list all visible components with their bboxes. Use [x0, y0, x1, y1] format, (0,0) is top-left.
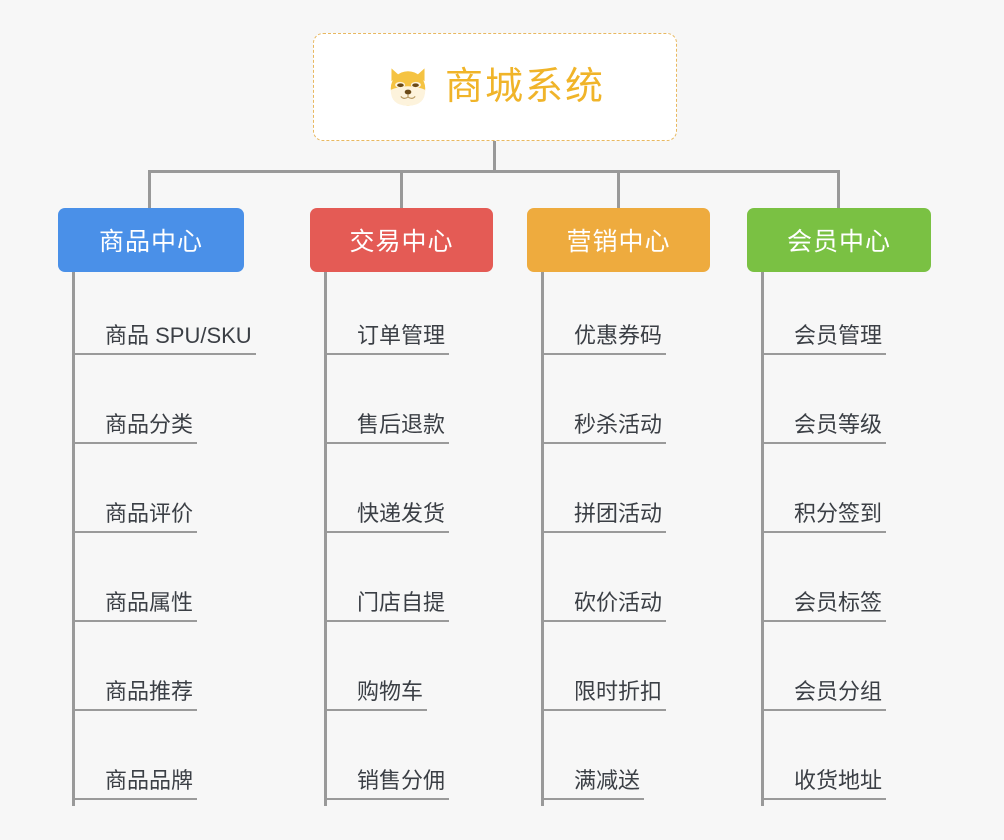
branch-member-center: 会员中心 会员管理 会员等级 积分签到 会员标签 会员分组 收货地址: [747, 208, 931, 806]
list-item-label: 满减送: [544, 768, 645, 800]
list-item[interactable]: 优惠券码: [544, 272, 710, 361]
category-header-label: 交易中心: [349, 228, 454, 256]
list-item-label: 订单管理: [327, 323, 450, 355]
list-item[interactable]: 快递发货: [327, 450, 493, 539]
list-item-label: 快递发货: [327, 501, 450, 533]
list-item-label: 会员等级: [764, 412, 887, 444]
connector-horizontal-bus: [148, 170, 840, 173]
list-item-label: 砍价活动: [544, 590, 667, 622]
list-item-label: 积分签到: [764, 501, 887, 533]
list-item[interactable]: 商品评价: [75, 450, 244, 539]
category-header-label: 商品中心: [98, 228, 203, 256]
list-item[interactable]: 销售分佣: [327, 717, 493, 806]
list-item[interactable]: 积分签到: [764, 450, 931, 539]
list-item[interactable]: 会员管理: [764, 272, 931, 361]
list-item-label: 会员分组: [764, 679, 887, 711]
category-header-trade-center[interactable]: 交易中心: [310, 208, 493, 272]
list-item[interactable]: 商品分类: [75, 361, 244, 450]
connector-drop-trade-center: [400, 170, 403, 208]
connector-drop-member-center: [837, 170, 840, 208]
list-item[interactable]: 会员等级: [764, 361, 931, 450]
list-item[interactable]: 购物车: [327, 628, 493, 717]
list-item[interactable]: 满减送: [544, 717, 710, 806]
item-list-member-center: 会员管理 会员等级 积分签到 会员标签 会员分组 收货地址: [761, 272, 931, 806]
list-item-label: 商品属性: [75, 590, 198, 622]
item-list-trade-center: 订单管理 售后退款 快递发货 门店自提 购物车 销售分佣: [324, 272, 493, 806]
list-item[interactable]: 商品 SPU/SKU: [75, 272, 256, 361]
list-item[interactable]: 限时折扣: [544, 628, 710, 717]
list-item[interactable]: 订单管理: [327, 272, 493, 361]
list-item-label: 商品 SPU/SKU: [75, 323, 256, 355]
list-item-label: 会员标签: [764, 590, 887, 622]
list-item[interactable]: 商品推荐: [75, 628, 244, 717]
list-item[interactable]: 会员标签: [764, 539, 931, 628]
list-item[interactable]: 门店自提: [327, 539, 493, 628]
category-header-member-center[interactable]: 会员中心: [747, 208, 931, 272]
list-item-label: 商品推荐: [75, 679, 198, 711]
category-header-marketing-center[interactable]: 营销中心: [527, 208, 710, 272]
branch-trade-center: 交易中心 订单管理 售后退款 快递发货 门店自提 购物车 销售分佣: [310, 208, 493, 806]
root-title: 商城系统: [444, 66, 605, 108]
list-item-label: 购物车: [327, 679, 428, 711]
connector-drop-product-center: [148, 170, 151, 208]
shiba-dog-face-icon: [390, 68, 426, 106]
list-item[interactable]: 商品属性: [75, 539, 244, 628]
list-item-label: 秒杀活动: [544, 412, 667, 444]
item-list-marketing-center: 优惠券码 秒杀活动 拼团活动 砍价活动 限时折扣 满减送: [541, 272, 710, 806]
branch-marketing-center: 营销中心 优惠券码 秒杀活动 拼团活动 砍价活动 限时折扣 满减送: [527, 208, 710, 806]
connector-drop-marketing-center: [617, 170, 620, 208]
category-header-label: 营销中心: [566, 228, 671, 256]
connector-root-stem: [493, 141, 496, 172]
list-item[interactable]: 商品品牌: [75, 717, 244, 806]
category-header-product-center[interactable]: 商品中心: [58, 208, 244, 272]
list-item-label: 售后退款: [327, 412, 450, 444]
root-node[interactable]: 商城系统: [313, 33, 677, 141]
list-item-label: 优惠券码: [544, 323, 667, 355]
list-item[interactable]: 拼团活动: [544, 450, 710, 539]
branch-product-center: 商品中心 商品 SPU/SKU 商品分类 商品评价 商品属性 商品推荐 商品品牌: [58, 208, 256, 806]
list-item[interactable]: 收货地址: [764, 717, 931, 806]
category-header-label: 会员中心: [786, 228, 891, 256]
list-item[interactable]: 砍价活动: [544, 539, 710, 628]
list-item-label: 商品分类: [75, 412, 198, 444]
list-item-label: 销售分佣: [327, 768, 450, 800]
list-item[interactable]: 售后退款: [327, 361, 493, 450]
list-item[interactable]: 会员分组: [764, 628, 931, 717]
list-item[interactable]: 秒杀活动: [544, 361, 710, 450]
list-item-label: 收货地址: [764, 768, 887, 800]
list-item-label: 限时折扣: [544, 679, 667, 711]
item-list-product-center: 商品 SPU/SKU 商品分类 商品评价 商品属性 商品推荐 商品品牌: [72, 272, 256, 806]
list-item-label: 拼团活动: [544, 501, 667, 533]
list-item-label: 会员管理: [764, 323, 887, 355]
list-item-label: 商品品牌: [75, 768, 198, 800]
list-item-label: 商品评价: [75, 501, 198, 533]
list-item-label: 门店自提: [327, 590, 450, 622]
